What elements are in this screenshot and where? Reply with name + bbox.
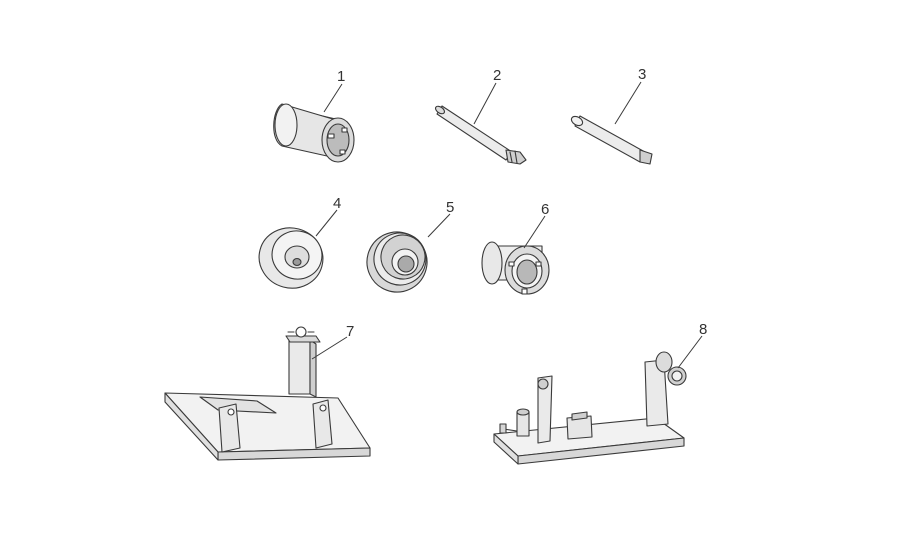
tool-7-base-fixture (164, 326, 371, 461)
callout-5: 5 (446, 199, 454, 216)
tool-3-pin (570, 115, 653, 165)
callout-8: 8 (699, 321, 707, 338)
callout-7: 7 (346, 323, 354, 340)
callout-2: 2 (493, 67, 501, 84)
leader-line-4 (315, 209, 338, 237)
leader-line-6 (523, 215, 546, 249)
leader-line-7 (311, 336, 348, 360)
leader-line-3 (614, 81, 642, 125)
tool-6-tabbed-socket (481, 241, 550, 295)
leader-line-1 (323, 83, 343, 113)
leader-line-8 (677, 335, 703, 369)
callout-1: 1 (337, 68, 345, 85)
tool-5-grooved-ring (366, 231, 428, 293)
callout-4: 4 (333, 195, 341, 212)
leader-line-2 (473, 82, 497, 125)
tool-2-threaded-rod (434, 105, 527, 165)
tool-1-notched-socket (273, 103, 355, 163)
leader-line-5 (427, 213, 451, 238)
callout-6: 6 (541, 201, 549, 218)
tool-8-long-fixture (493, 351, 687, 465)
tool-4-disc-plate (258, 227, 324, 289)
callout-3: 3 (638, 66, 646, 83)
